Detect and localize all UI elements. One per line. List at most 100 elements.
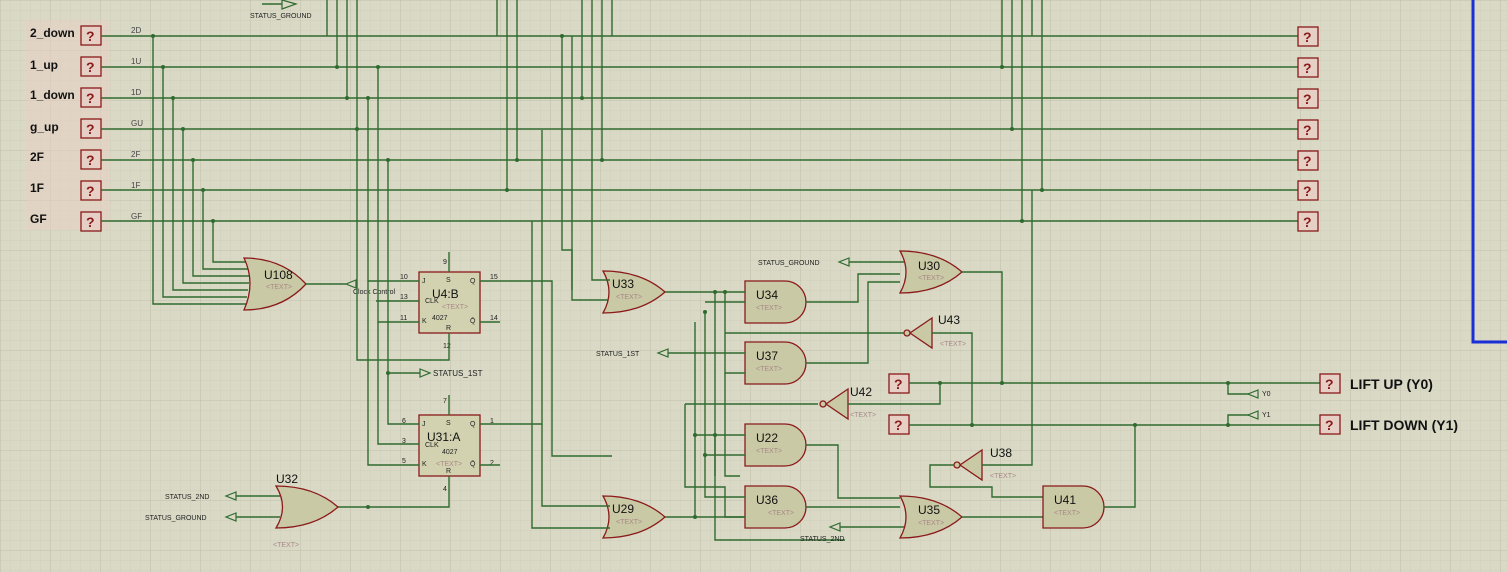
component-name: U34 bbox=[756, 288, 778, 302]
u43-input-wire bbox=[932, 332, 973, 425]
component-name: U108 bbox=[264, 268, 293, 282]
net-label: 1D bbox=[131, 88, 141, 97]
clock-control-arrow bbox=[344, 279, 357, 289]
input-label: 1_up bbox=[30, 58, 58, 72]
component-text: <TEXT> bbox=[850, 412, 876, 419]
input-row-g-up[interactable]: g_up ? GU bbox=[30, 118, 143, 139]
output-lift-up[interactable]: ? LIFT UP (Y0) bbox=[1319, 373, 1433, 394]
u4b-q-wire bbox=[480, 280, 612, 457]
gate-u38[interactable]: U38 <TEXT> bbox=[953, 446, 1016, 482]
pin-qbar: Q̄ bbox=[470, 460, 476, 468]
gate-u34[interactable]: U34 <TEXT> bbox=[744, 280, 807, 324]
logic-probe[interactable] bbox=[1297, 180, 1319, 201]
component-text: <TEXT> bbox=[918, 275, 944, 282]
component-name: U29 bbox=[612, 502, 634, 516]
component-text: <TEXT> bbox=[273, 542, 299, 549]
component-name: U33 bbox=[612, 277, 634, 291]
u37-output-wire bbox=[806, 281, 900, 364]
pin-number: 2 bbox=[490, 460, 494, 467]
probe-value: ? bbox=[894, 417, 903, 433]
gate-u108[interactable]: U108 <TEXT> bbox=[242, 257, 307, 311]
gate-u22[interactable]: U22 <TEXT> bbox=[744, 423, 807, 467]
mid-probe-y1[interactable]: ? bbox=[888, 414, 910, 435]
gate-u37[interactable]: U37 <TEXT> bbox=[744, 341, 807, 385]
terminal-label: STATUS_2ND bbox=[165, 494, 209, 501]
flipflop-u4b[interactable]: U4:B <TEXT> 4027 J CLK K Q Q̄ S R 10 13 … bbox=[400, 259, 498, 350]
logic-probe[interactable] bbox=[1297, 119, 1319, 140]
component-text: <TEXT> bbox=[436, 461, 462, 468]
u33-in-a bbox=[591, 36, 610, 281]
logic-probe[interactable] bbox=[1297, 57, 1319, 78]
component-name: U42 bbox=[850, 385, 872, 399]
probe-value: ? bbox=[1303, 91, 1312, 107]
component-name: U37 bbox=[756, 349, 778, 363]
logic-state-value: ? bbox=[86, 90, 95, 106]
probe-value: ? bbox=[1325, 417, 1334, 433]
probe-value: ? bbox=[1303, 29, 1312, 45]
part-number: 4027 bbox=[442, 449, 458, 456]
pin-q: Q bbox=[470, 278, 476, 285]
component-name: U38 bbox=[990, 446, 1012, 460]
y1-terminal: Y1 bbox=[1226, 410, 1271, 427]
gate-u35[interactable]: U35 <TEXT> bbox=[898, 495, 963, 539]
pin-j: J bbox=[422, 421, 426, 428]
gate-u33[interactable]: U33 <TEXT> bbox=[601, 270, 666, 314]
terminal-status-2nd-u32: STATUS_2ND bbox=[165, 491, 280, 501]
u31a-clk-wire bbox=[377, 322, 419, 445]
output-label: LIFT UP (Y0) bbox=[1350, 376, 1433, 392]
probe-value: ? bbox=[1303, 214, 1312, 230]
right-probes: ? ? ? ? ? ? ? bbox=[1297, 26, 1319, 232]
pin-number: 6 bbox=[402, 418, 406, 425]
gate-u41[interactable]: U41 <TEXT> bbox=[1042, 485, 1105, 529]
pin-number: 1 bbox=[490, 418, 494, 425]
flipflop-u31a[interactable]: U31:A <TEXT> 4027 J CLK K Q Q̄ S R 6 3 5… bbox=[402, 398, 494, 493]
component-name: U4:B bbox=[432, 287, 459, 301]
gate-u29[interactable]: U29 <TEXT> bbox=[601, 495, 666, 539]
probe-value: ? bbox=[1303, 122, 1312, 138]
u41-output-wire bbox=[1104, 425, 1136, 508]
input-label: 2_down bbox=[30, 26, 75, 40]
pin-number: 7 bbox=[443, 398, 447, 405]
output-lift-down[interactable]: ? LIFT DOWN (Y1) bbox=[1319, 414, 1458, 435]
logic-state-value: ? bbox=[86, 28, 95, 44]
input-buses bbox=[101, 35, 1298, 222]
component-text: <TEXT> bbox=[616, 294, 642, 301]
pin-j: J bbox=[422, 278, 426, 285]
logic-probe-lift-down[interactable] bbox=[1319, 414, 1341, 435]
input-row-1f[interactable]: 1F ? 1F bbox=[30, 180, 140, 201]
input-row-2f[interactable]: 2F ? 2F bbox=[30, 149, 140, 170]
terminal-label: STATUS_GROUND bbox=[250, 13, 312, 20]
logic-probe[interactable] bbox=[1297, 150, 1319, 171]
input-row-1-up[interactable]: 1_up ? 1U bbox=[30, 56, 141, 77]
sheet-frame bbox=[1471, 0, 1507, 344]
net-label: GF bbox=[131, 212, 142, 221]
input-row-2-down[interactable]: 2_down ? 2D bbox=[30, 25, 141, 46]
net-label: 2F bbox=[131, 150, 140, 159]
terminal-status-ground-u30: STATUS_GROUND bbox=[758, 257, 904, 267]
logic-probe[interactable] bbox=[1297, 26, 1319, 47]
logic-probe-lift-up[interactable] bbox=[1319, 373, 1341, 394]
gate-u30[interactable]: U30 <TEXT> bbox=[898, 250, 963, 294]
pin-number: 9 bbox=[443, 259, 447, 266]
gate-u32[interactable]: U32 <TEXT> bbox=[273, 472, 339, 549]
mid-probe-y0[interactable]: ? bbox=[888, 373, 910, 394]
component-text: <TEXT> bbox=[918, 520, 944, 527]
logic-probe[interactable] bbox=[1297, 88, 1319, 109]
logic-probe[interactable] bbox=[1297, 211, 1319, 232]
pin-k: K bbox=[422, 318, 427, 325]
gate-u36[interactable]: U36 <TEXT> bbox=[744, 485, 807, 529]
net-label: 2D bbox=[131, 26, 141, 35]
input-row-gf[interactable]: GF ? GF bbox=[30, 211, 142, 232]
logic-state-value: ? bbox=[86, 121, 95, 137]
pin-clk: CLK bbox=[425, 442, 439, 449]
terminal-label: STATUS_GROUND bbox=[145, 515, 207, 522]
input-label: 2F bbox=[30, 150, 44, 164]
input-label: GF bbox=[30, 212, 47, 226]
u22-output-wire bbox=[806, 444, 900, 499]
terminal-label: STATUS_1ST bbox=[433, 369, 483, 378]
logic-state-value: ? bbox=[86, 152, 95, 168]
component-text: <TEXT> bbox=[616, 519, 642, 526]
logic-state-value: ? bbox=[86, 214, 95, 230]
probe-value: ? bbox=[894, 376, 903, 392]
